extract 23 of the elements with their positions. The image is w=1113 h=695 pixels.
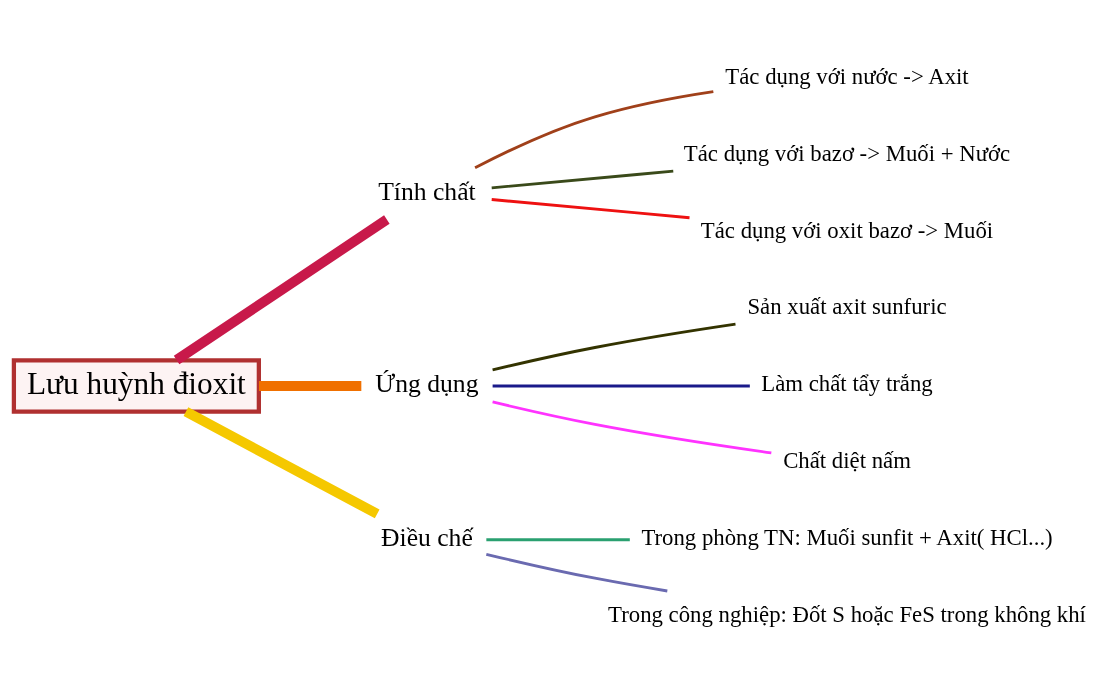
connector — [492, 384, 750, 388]
connector — [491, 169, 674, 190]
connector — [492, 400, 772, 455]
connector — [474, 90, 714, 170]
node-text: Trong phòng TN: Muối sunfit + Axit( HCl...) — [641, 525, 1053, 551]
node-text: Tác dụng với nước -> Axit — [725, 63, 969, 89]
node-text: Tác dụng với bazơ -> Muối + Nước — [683, 140, 1011, 166]
node-box: Lưu huỳnh đioxit — [11, 358, 261, 414]
connector — [258, 380, 362, 391]
node-text: Làm chất tẩy trắng — [761, 371, 933, 397]
connector — [183, 407, 380, 519]
node-text: Ứng dụng — [375, 369, 479, 399]
node-text: Chất diệt nấm — [783, 448, 911, 474]
node-text: Tác dụng với oxit bazơ -> Muối — [700, 217, 994, 243]
node-text: Điều chế — [381, 523, 473, 553]
connector — [492, 322, 736, 372]
connector — [491, 198, 690, 220]
node-text: Sản xuất axit sunfuric — [747, 294, 947, 320]
connector — [486, 552, 668, 593]
node-text: Tính chất — [378, 176, 476, 206]
connector — [173, 215, 390, 365]
connector — [486, 538, 630, 542]
node-text: Trong công nghiệp: Đốt S hoặc FeS trong không khí — [608, 602, 1086, 628]
